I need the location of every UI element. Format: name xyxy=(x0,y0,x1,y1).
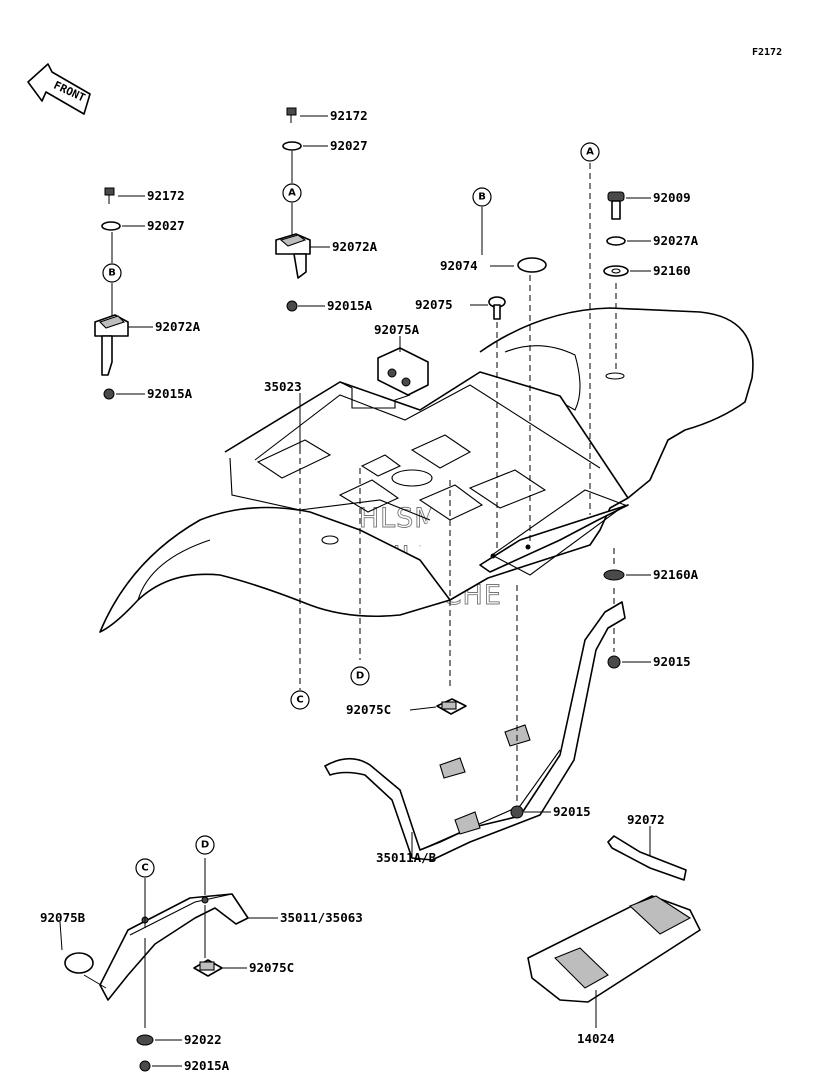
svg-text:A: A xyxy=(586,147,594,158)
svg-text:B: B xyxy=(108,268,116,279)
callout-C-upper: C xyxy=(290,690,310,710)
part-label-92027A: 92027A xyxy=(653,233,699,248)
part-label-92072A-mid: 92072A xyxy=(332,239,378,254)
svg-text:A: A xyxy=(288,188,296,199)
figure-code: F2172 xyxy=(752,47,782,58)
part-label-92015A-low: 92015A xyxy=(184,1058,230,1073)
part-label-92075B: 92075B xyxy=(40,910,86,925)
callout-A-mid: A xyxy=(282,183,302,203)
part-label-92022: 92022 xyxy=(184,1032,222,1047)
part-label-35023: 35023 xyxy=(264,379,302,394)
part-label-92160: 92160 xyxy=(653,263,691,278)
part-label-92015A-mid: 92015A xyxy=(327,298,373,313)
svg-text:C: C xyxy=(141,863,148,874)
callout-B-left: B xyxy=(102,263,122,283)
part-label-14024: 14024 xyxy=(577,1031,615,1046)
part-label-92075C-mid: 92075C xyxy=(346,702,391,717)
part-label-92027-left: 92027 xyxy=(147,218,185,233)
svg-text:D: D xyxy=(356,671,364,682)
callout-D-upper: D xyxy=(350,666,370,686)
part-label-92072A-left: 92072A xyxy=(155,319,201,334)
svg-text:B: B xyxy=(478,192,486,203)
lower-fender-bracket xyxy=(59,858,278,1072)
part-label-92160A: 92160A xyxy=(653,567,699,582)
mid-bracket-stack xyxy=(275,107,330,312)
part-label-92015-upper: 92015 xyxy=(653,654,691,669)
front-arrow-icon: FRONT xyxy=(27,63,91,115)
part-label-92015A-left: 92015A xyxy=(147,386,193,401)
part-label-92009: 92009 xyxy=(653,190,691,205)
part-label-35011-35063: 35011/35063 xyxy=(280,910,363,925)
part-label-92074: 92074 xyxy=(440,258,478,273)
subframe xyxy=(324,601,626,861)
callout-C-lower: C xyxy=(135,858,155,878)
part-label-92027-mid: 92027 xyxy=(330,138,368,153)
rear-fender xyxy=(99,307,754,633)
grommet-stack xyxy=(377,207,547,550)
part-label-92172-mid: 92172 xyxy=(330,108,368,123)
svg-text:C: C xyxy=(296,695,303,706)
seat-pad xyxy=(527,895,701,1028)
callout-B-right: B xyxy=(472,187,492,207)
part-label-92172-left: 92172 xyxy=(147,188,185,203)
part-label-92075: 92075 xyxy=(415,297,453,312)
part-label-35011AB: 35011A/B xyxy=(376,850,437,865)
strap xyxy=(607,826,687,881)
callout-D-lower: D xyxy=(195,835,215,855)
svg-text:D: D xyxy=(201,840,209,851)
part-label-92075A: 92075A xyxy=(374,322,420,337)
part-label-92015-lower: 92015 xyxy=(553,804,591,819)
right-bolt-stack xyxy=(589,163,651,515)
callout-A-top: A xyxy=(580,142,600,162)
part-label-92072: 92072 xyxy=(627,812,665,827)
part-label-92075C-low: 92075C xyxy=(249,960,294,975)
left-bracket-stack xyxy=(94,187,153,400)
